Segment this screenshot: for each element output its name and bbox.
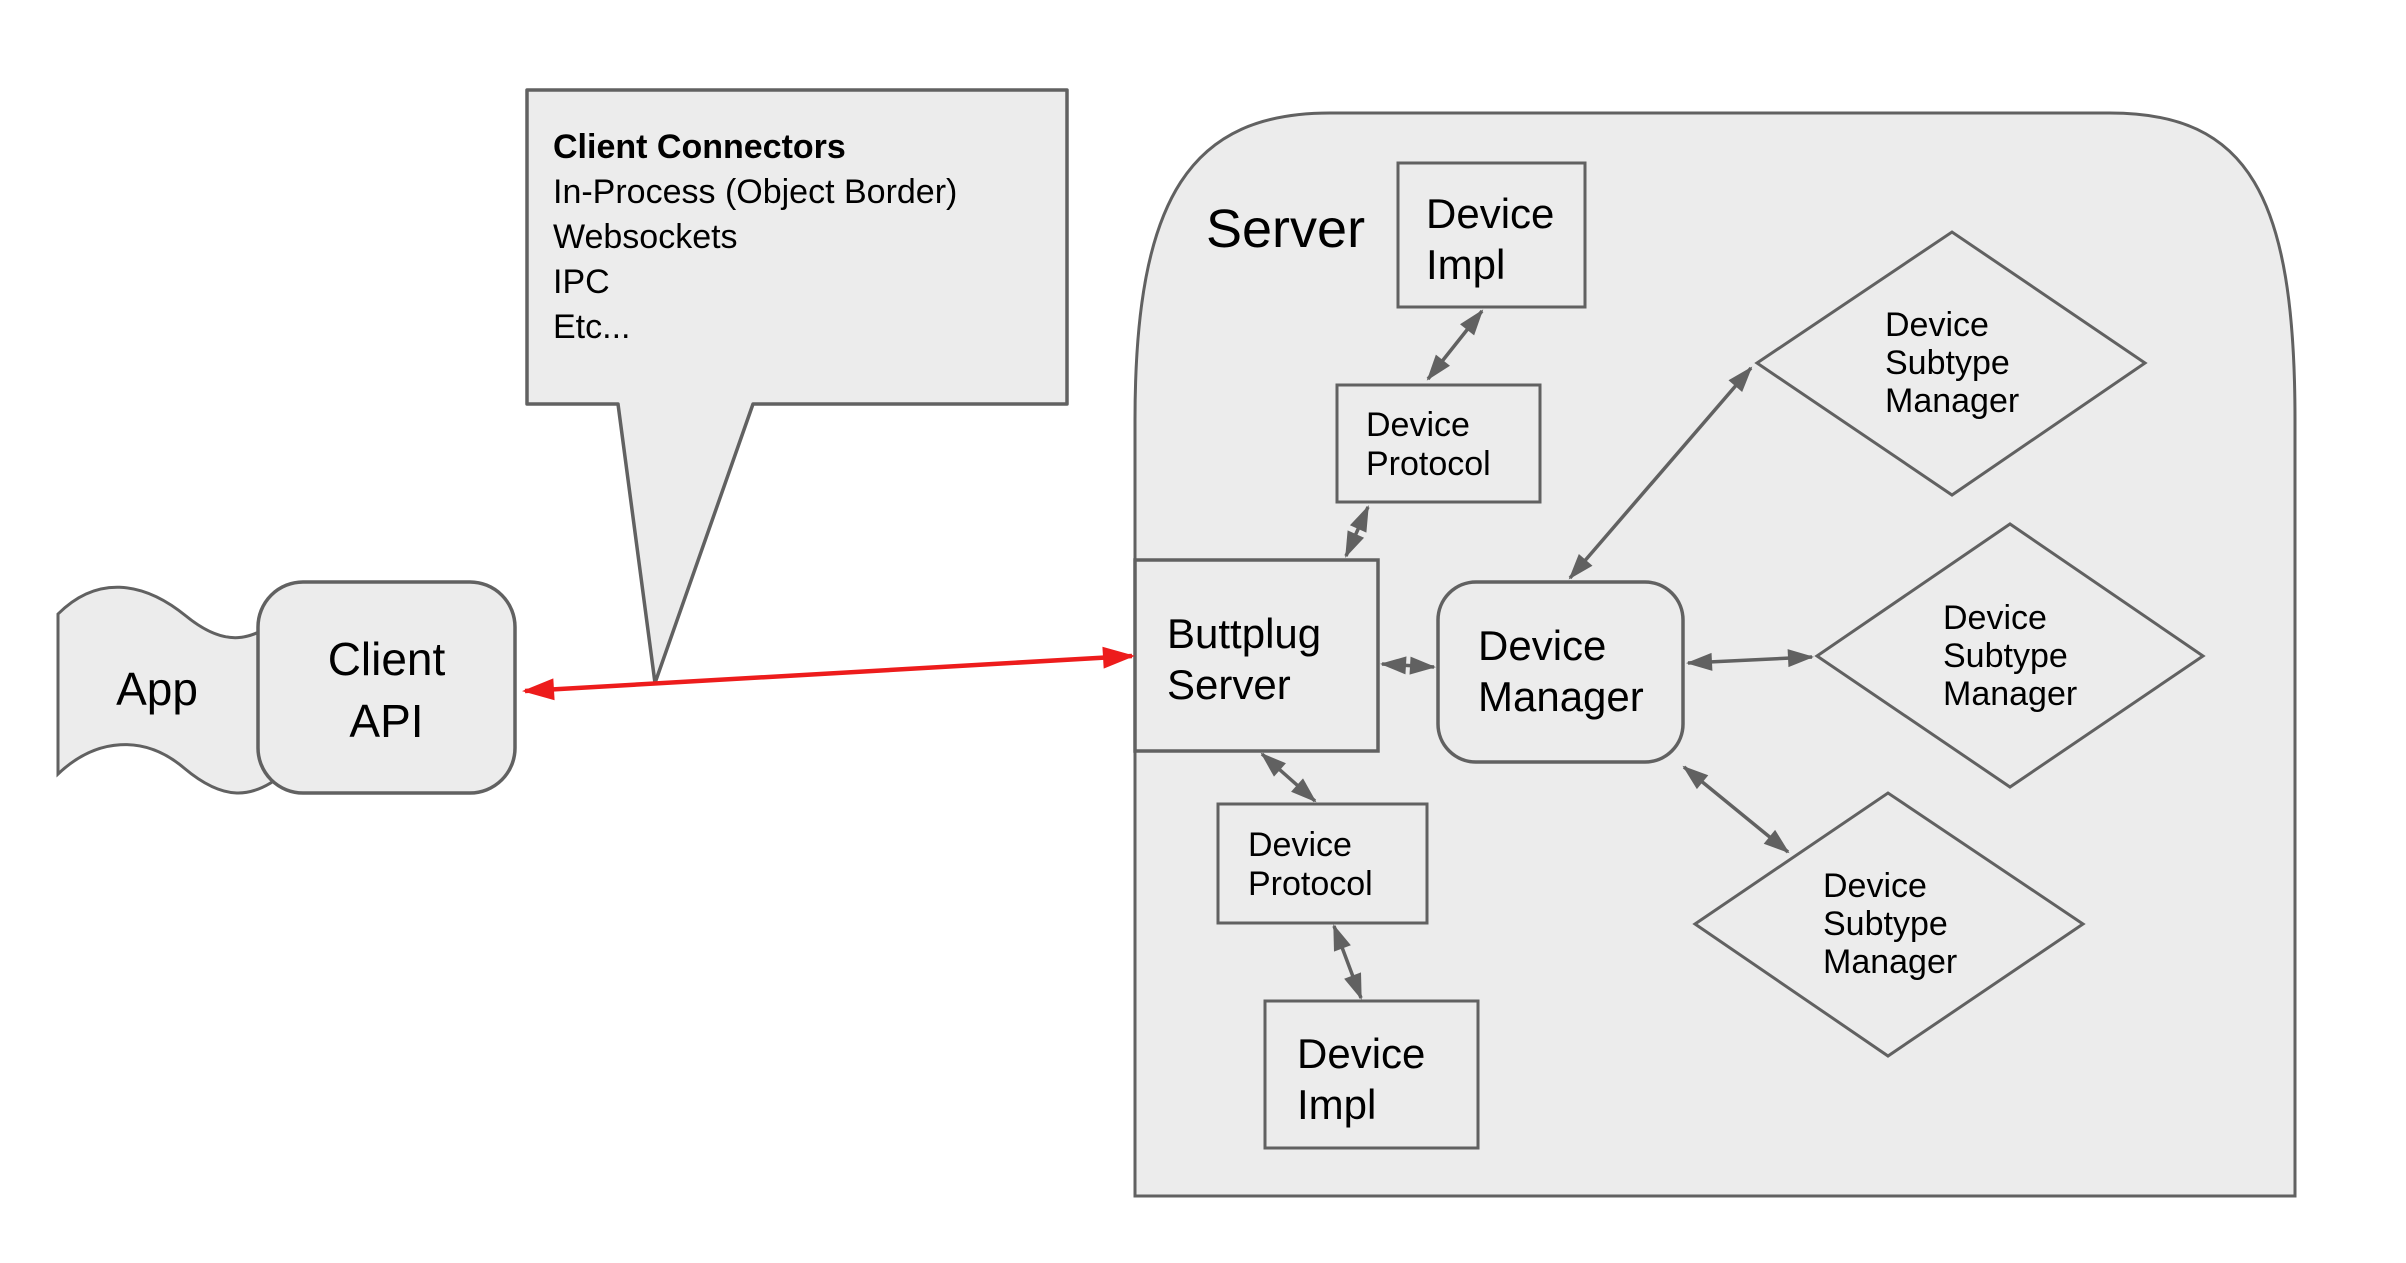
arrow-device-protocol-top-to-buttplug-server	[1344, 505, 1370, 558]
device-subtype-manager-3-label: Device Subtype Manager	[1823, 867, 1958, 981]
device-protocol-bottom-box	[1216, 802, 1429, 925]
client-api-box	[256, 580, 517, 795]
device-impl-top-box	[1396, 161, 1587, 309]
arrow-device-manager-to-subtype-manager-1	[1568, 366, 1753, 580]
red-connection-arrow	[522, 646, 1135, 701]
device-protocol-bottom-label: Device Protocol	[1248, 826, 1373, 903]
arrow-device-protocol-bottom-to-device-impl-bottom	[1332, 924, 1363, 1000]
device-impl-bottom-box	[1263, 999, 1480, 1150]
device-subtype-manager-diamond-2	[1814, 522, 2206, 789]
device-manager-box	[1436, 580, 1685, 764]
device-subtype-manager-diamond-3	[1692, 791, 2086, 1058]
device-protocol-top-box	[1335, 383, 1542, 504]
arrow-device-manager-to-subtype-manager-3	[1682, 765, 1790, 854]
arrow-buttplug-server-to-device-protocol-bottom	[1260, 752, 1317, 803]
device-impl-top-label: Device Impl	[1426, 190, 1555, 288]
client-api-label: Client API	[327, 633, 446, 747]
device-subtype-manager-1-label: Device Subtype Manager	[1885, 306, 2020, 420]
buttplug-server-label: Buttplug Server	[1167, 610, 1322, 708]
device-manager-label: Device Manager	[1478, 622, 1644, 720]
server-label: Server	[1206, 199, 1366, 259]
callout-title: Client Connectors	[553, 128, 846, 166]
arrow-device-manager-to-subtype-manager-2	[1686, 649, 1814, 671]
buttplug-server-box	[1133, 558, 1380, 753]
arrow-buttplug-server-to-device-manager	[1380, 656, 1436, 675]
device-impl-bottom-label: Device Impl	[1297, 1030, 1426, 1128]
app-label: App	[116, 663, 198, 715]
arrow-device-impl-top-to-device-protocol-top	[1426, 309, 1484, 381]
device-subtype-manager-diamond-1	[1754, 230, 2148, 497]
device-subtype-manager-2-label: Device Subtype Manager	[1943, 599, 2078, 713]
device-protocol-top-label: Device Protocol	[1366, 406, 1491, 483]
client-connectors-callout-shape	[525, 88, 1069, 685]
callout-lines: In-Process (Object Border) Websockets IP…	[553, 173, 958, 346]
